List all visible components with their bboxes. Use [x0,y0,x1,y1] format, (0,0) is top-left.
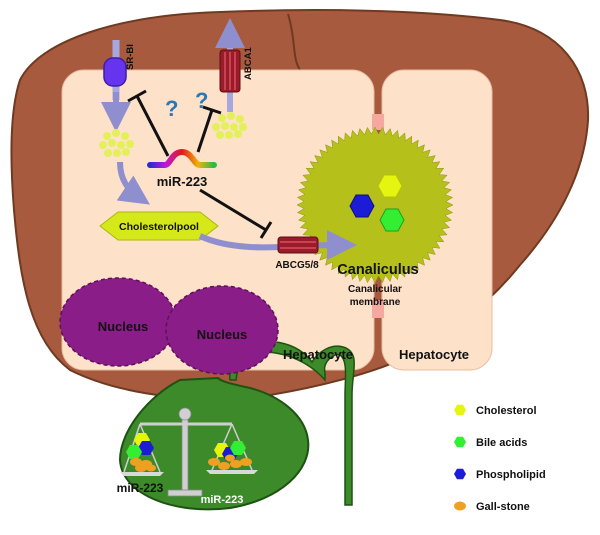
cholesterol-pool-label: Cholesterolpool [119,221,199,233]
abcg-label: ABCG5/8 [275,260,319,271]
abca1-label: ABCA1 [243,47,254,80]
canaliculus-phospholipid-hex [349,194,375,218]
legend-label-bile-acids: Bile acids [476,437,527,449]
cholesterol-cluster-right [212,112,247,139]
sr-bi-receptor [103,57,127,87]
legend-marker-gall-stone [454,501,466,511]
legend-label-phospholipid: Phospholipid [476,469,546,481]
cholesterol-pool [99,211,219,241]
canaliculus-label: Canaliculus [337,262,418,278]
abca1-transporter [219,49,241,93]
canalicular-membrane-label-1: Canalicular [348,284,402,295]
legend-label-gall-stone: Gall-stone [476,501,530,513]
nucleus-label-1: Nucleus [98,319,149,334]
gallbladder [118,376,310,511]
cholesterol-cluster-left [99,129,134,157]
question-mark-2: ? [195,88,208,113]
nucleus-label-2: Nucleus [197,327,248,342]
inhibition-abcg [199,188,273,239]
legend-marker-cholesterol [454,404,466,416]
canalicular-membrane-label-2: membrane [350,297,401,308]
canaliculus [296,126,454,284]
left-pan-contents [126,433,156,472]
mir223-molecule [147,148,217,168]
legend-marker-bile-acids [454,436,466,448]
hepatocyte-label-1: Hepatocyte [283,347,353,362]
sr-bi-label: SR-BI [125,44,136,70]
inhibition-sr-bi [127,89,170,157]
nucleus-right [165,285,279,375]
canaliculus-bile-acid-hex [379,208,405,232]
right-pan-contents [208,441,252,470]
abcg5-8-transporter [277,236,319,254]
mir223-right-label: miR-223 [201,494,244,506]
mir223-left-label: miR-223 [117,481,164,495]
question-mark-1: ? [165,96,178,121]
hepatocyte-label-2: Hepatocyte [399,347,469,362]
legend-marker-phospholipid [454,468,466,480]
canaliculus-cholesterol-hex [377,174,403,198]
mir223-label: miR-223 [157,174,208,189]
inhibition-abca1 [196,105,222,153]
legend-label-cholesterol: Cholesterol [476,405,537,417]
